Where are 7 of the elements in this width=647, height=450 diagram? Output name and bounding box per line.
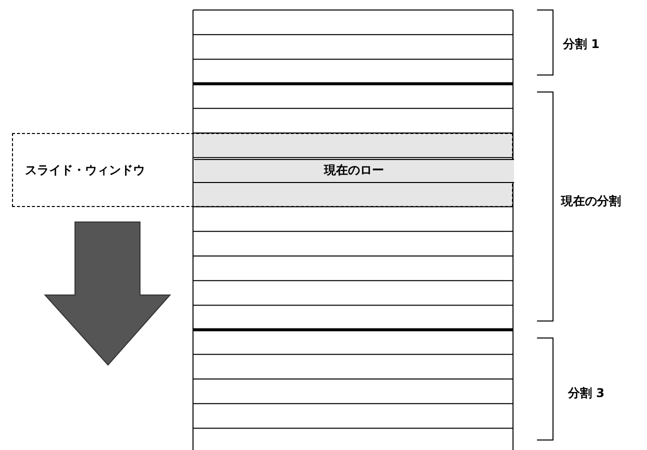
- highlighted-row: [194, 158, 514, 184]
- partition-label: 現在の分割: [561, 193, 621, 210]
- partition-label: 分割 3: [568, 385, 605, 402]
- row-label: 現在のロー: [324, 162, 384, 180]
- partition-label: 分割 1: [563, 36, 600, 53]
- window-label: スライド・ウィンドウ: [25, 162, 145, 179]
- dashed-window-frame: [12, 133, 513, 207]
